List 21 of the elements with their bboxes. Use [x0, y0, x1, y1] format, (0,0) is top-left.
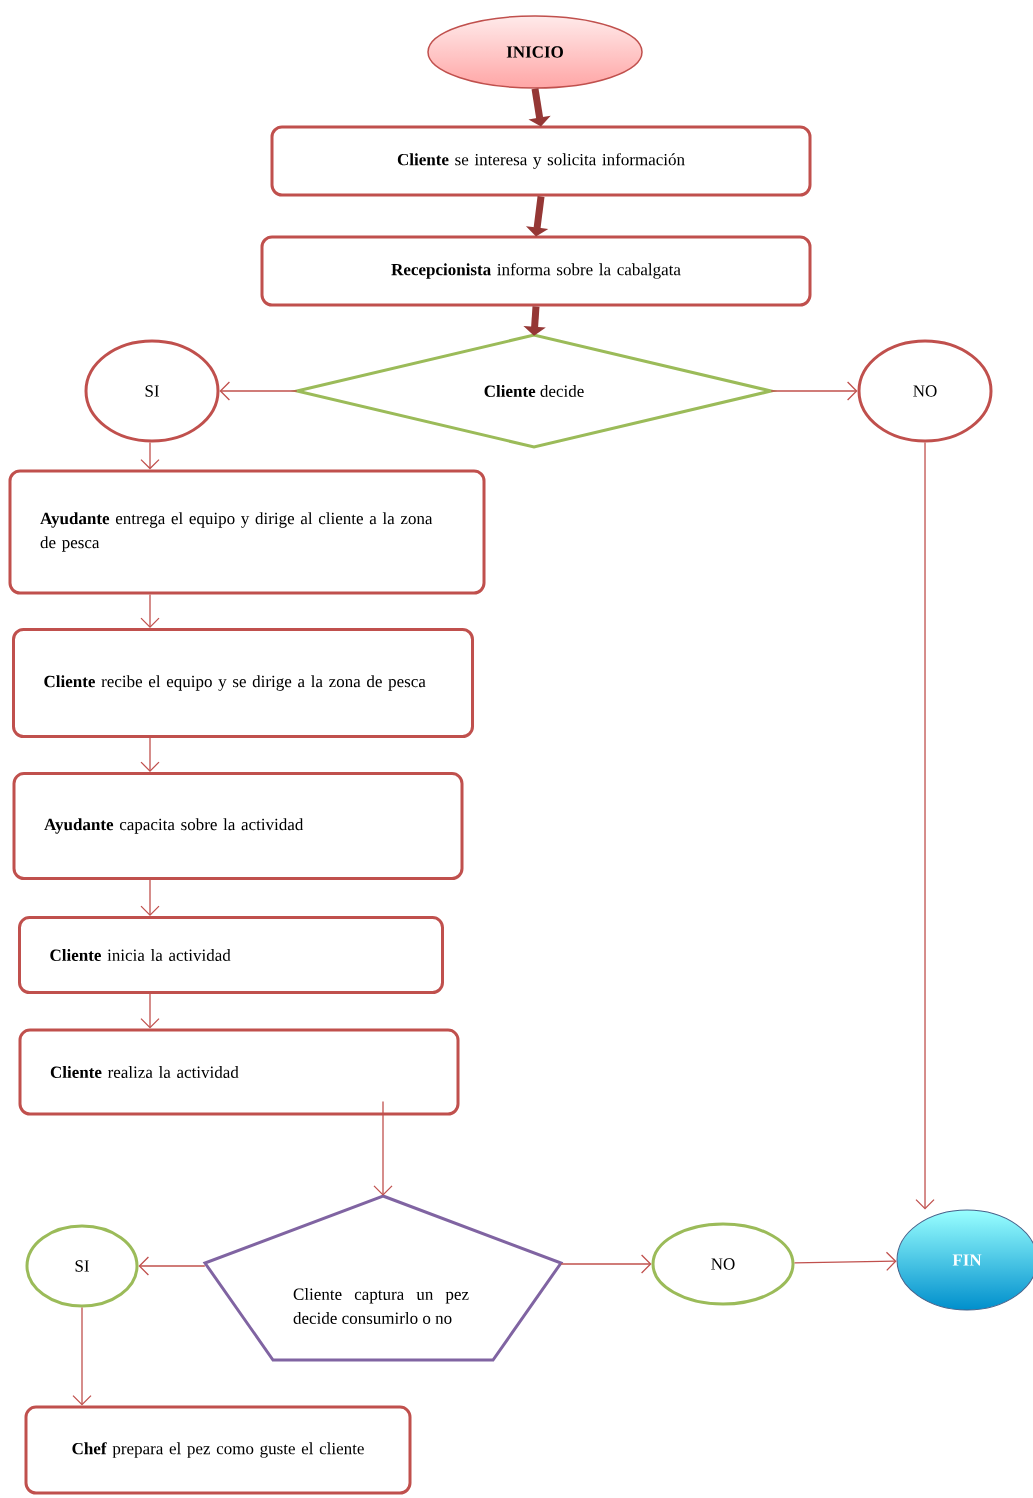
arrow: [140, 441, 160, 470]
process-box: Cliente se interesa y solicita información: [270, 125, 812, 197]
process-box: Cliente inicia la actividad: [18, 916, 444, 994]
process-box: Chef prepara el pez como guste el cliente: [24, 1405, 412, 1495]
process-box: Ayudante entrega el equipo y dirige al cliente a la zona de pesca: [8, 469, 486, 595]
arrow: [140, 593, 160, 628]
arrow: [560, 1254, 652, 1274]
process-box: Cliente realiza la actividad: [18, 1028, 460, 1116]
process-box: Ayudante capacita sobre la actividad: [12, 772, 464, 880]
process-box: Cliente recibe el equipo y se dirige a la zona de pesca: [12, 628, 474, 738]
arrow: [770, 381, 858, 401]
arrow: [219, 381, 298, 401]
process-box: Recepcionista informa sobre la cabalgata: [260, 235, 812, 307]
arrow: [140, 737, 160, 772]
arrow: [793, 1251, 897, 1271]
arrow: [72, 1306, 92, 1406]
arrow: [140, 879, 160, 916]
arrow: [140, 993, 160, 1029]
arrow: [915, 441, 935, 1210]
arrow: [373, 1100, 393, 1196]
arrow: [138, 1256, 206, 1276]
